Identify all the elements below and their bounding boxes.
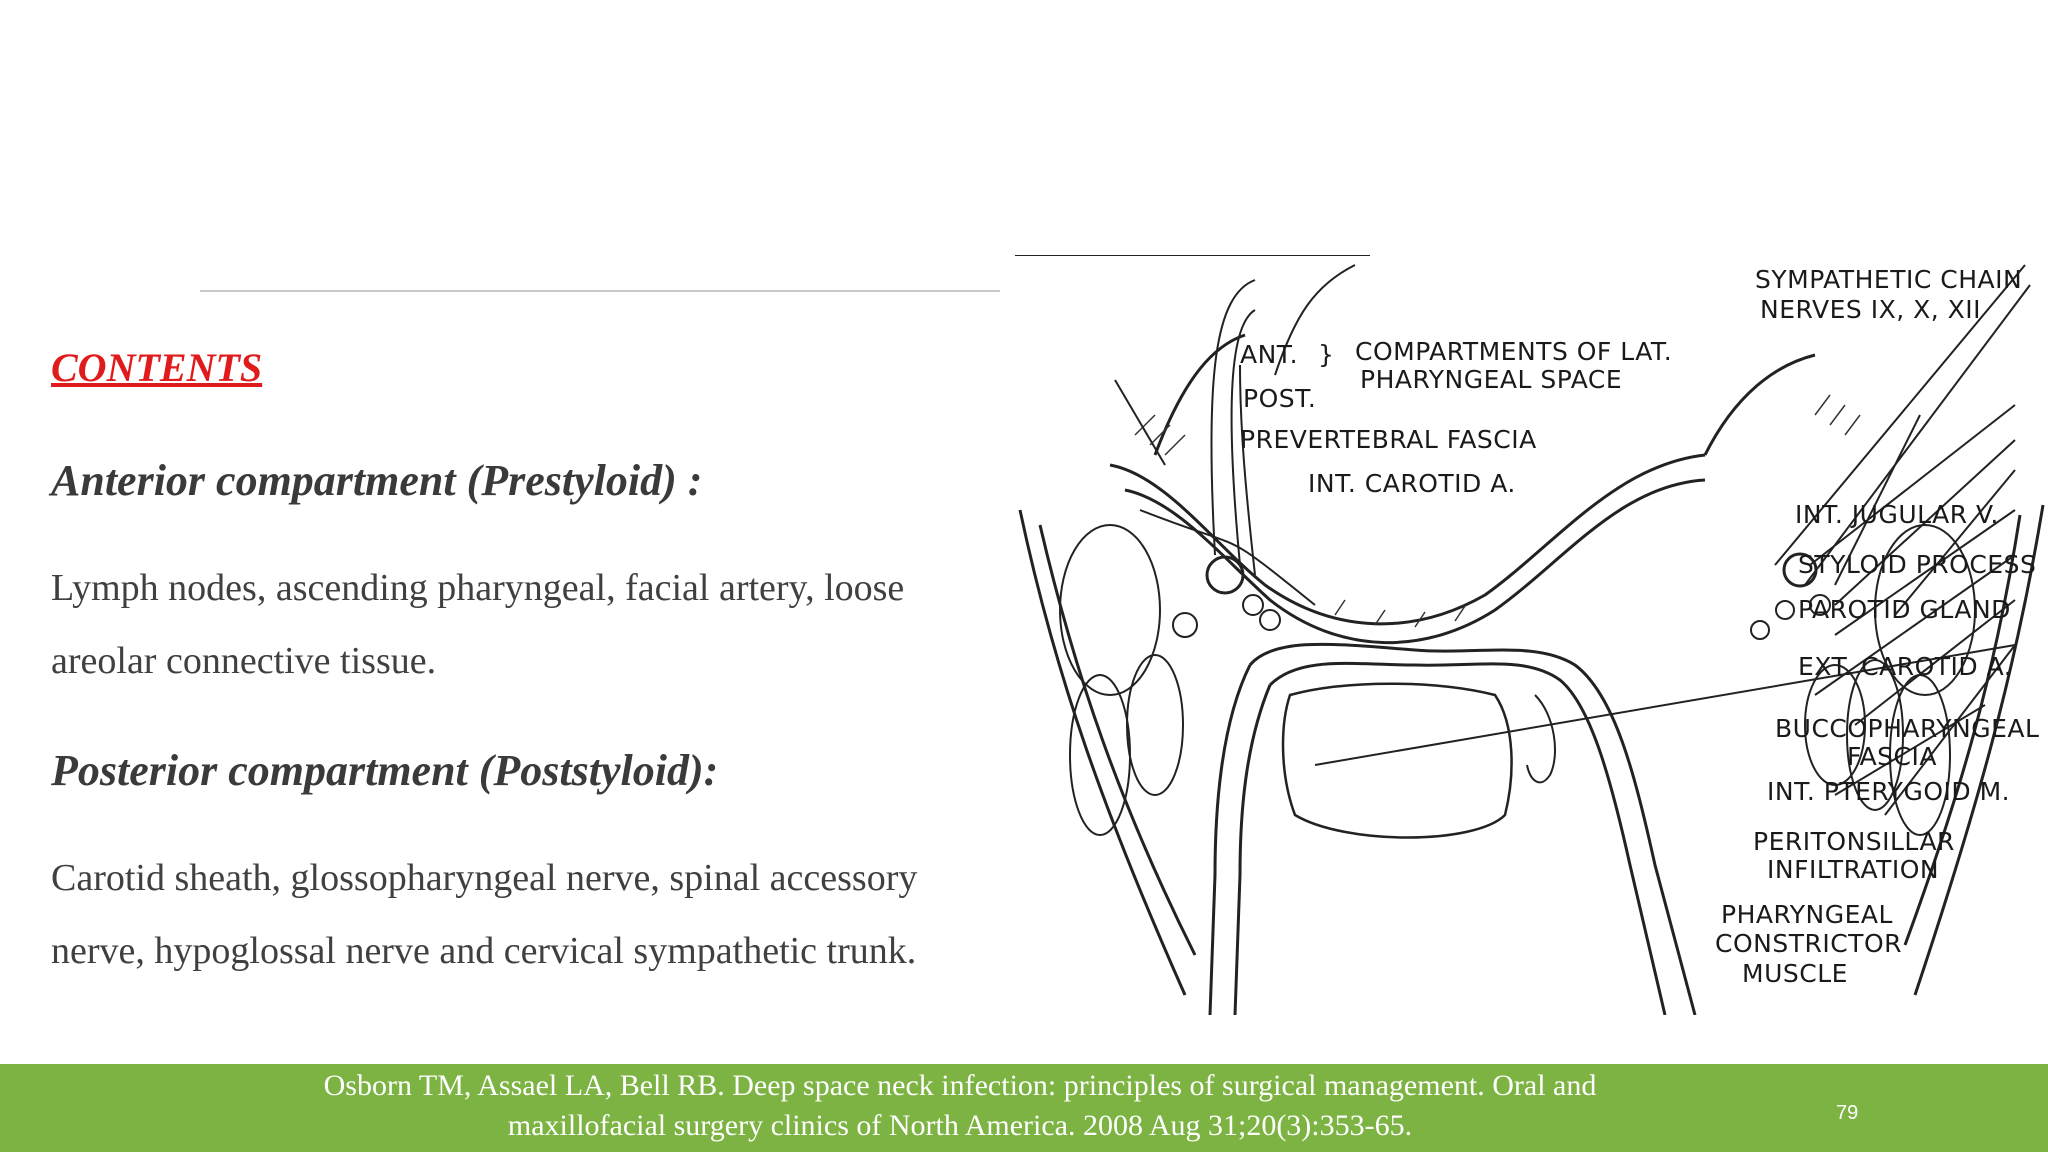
label-compartments-1: COMPARTMENTS OF LAT. xyxy=(1355,337,1672,366)
label-parotid: PAROTID GLAND xyxy=(1798,595,2011,624)
label-pharyngeal-1: PHARYNGEAL xyxy=(1721,900,1893,929)
label-pharyngeal-2: CONSTRICTOR xyxy=(1715,929,1902,958)
label-pharyngeal-3: MUSCLE xyxy=(1742,959,1848,988)
anterior-text: Lymph nodes, ascending pharyngeal, facia… xyxy=(51,567,905,682)
label-prevertebral: PREVERTEBRAL FASCIA xyxy=(1240,425,1537,454)
citation: Osborn TM, Assael LA, Bell RB. Deep spac… xyxy=(300,1066,1620,1146)
title-divider xyxy=(200,290,1000,292)
label-buccopharyngeal-1: BUCCOPHARYNGEAL xyxy=(1775,714,2039,743)
posterior-text: Carotid sheath, glossopharyngeal nerve, … xyxy=(51,857,918,972)
label-peritonsillar-2: INFILTRATION xyxy=(1767,855,1939,884)
label-ant: ANT. xyxy=(1240,340,1298,369)
label-styloid: STYLOID PROCESS xyxy=(1798,550,2036,579)
label-nerves: NERVES IX, X, XII xyxy=(1760,295,1981,324)
citation-line-1: Osborn TM, Assael LA, Bell RB. Deep spac… xyxy=(323,1069,1597,1102)
label-int-pterygoid: INT. PTERYGOID M. xyxy=(1767,777,2010,806)
page-number: 79 xyxy=(1836,1102,1859,1124)
label-compartments-2: PHARYNGEAL SPACE xyxy=(1360,365,1622,394)
citation-line-2: maxillofacial surgery clinics of North A… xyxy=(507,1109,1413,1142)
lateral-pharyngeal-space-diagram: SYMPATHETIC CHAIN NERVES IX, X, XII ANT.… xyxy=(1015,254,2048,1016)
label-peritonsillar-1: PERITONSILLAR xyxy=(1753,827,1955,856)
contents-heading: CONTENTS xyxy=(51,345,263,390)
anterior-heading: Anterior compartment (Prestyloid) : xyxy=(51,456,703,505)
label-post: POST. xyxy=(1243,384,1316,413)
brace-icon: } xyxy=(1318,340,1334,369)
label-buccopharyngeal-2: FASCIA xyxy=(1847,742,1937,771)
label-sympathetic-chain: SYMPATHETIC CHAIN xyxy=(1755,265,2022,294)
label-int-carotid: INT. CAROTID A. xyxy=(1308,469,1516,498)
footer-bar xyxy=(0,1064,2048,1152)
label-ext-carotid: EXT. CAROTID A. xyxy=(1798,652,2012,681)
label-int-jugular: INT. JUGULAR V. xyxy=(1795,500,1999,529)
posterior-heading: Posterior compartment (Poststyloid): xyxy=(51,746,719,795)
